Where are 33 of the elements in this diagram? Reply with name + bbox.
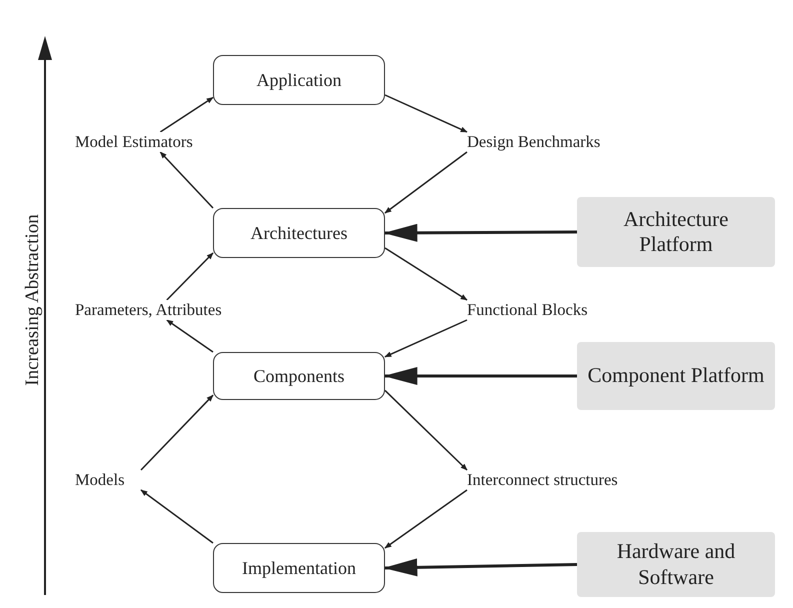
process-box <box>213 208 385 258</box>
platform-label: Architecture Platform <box>622 206 730 258</box>
arrow <box>384 94 468 133</box>
flow-label: Parameters, Attributes <box>75 300 222 320</box>
box-label: Architectures <box>250 222 348 244</box>
arrow <box>384 367 577 385</box>
arrow <box>384 151 468 214</box>
arrow <box>166 252 214 301</box>
arrow <box>384 224 577 242</box>
arrow <box>384 247 468 301</box>
arrow <box>384 319 468 358</box>
box-label: Implementation <box>242 558 356 578</box>
arrow <box>384 558 578 577</box>
arrow <box>166 319 214 353</box>
process-box <box>213 55 385 105</box>
process-box <box>213 543 385 593</box>
platform-box <box>577 197 775 267</box>
arrow <box>160 96 214 133</box>
platform-label: Hardware and Software <box>616 539 736 590</box>
arrow <box>384 489 468 549</box>
arrow <box>160 151 214 209</box>
arrow <box>384 390 468 471</box>
platform-box <box>577 342 775 410</box>
flow-label: Design Benchmarks <box>467 132 600 152</box>
process-box <box>213 352 385 400</box>
axis-label: Increasing Abstraction <box>22 214 44 386</box>
box-label: Application <box>256 70 342 90</box>
arrow <box>140 394 214 471</box>
arrow <box>140 489 214 544</box>
platform-box <box>577 532 775 597</box>
box-label: Components <box>253 366 344 386</box>
flow-label: Model Estimators <box>75 132 193 152</box>
platform-label: Component Platform <box>588 363 764 389</box>
